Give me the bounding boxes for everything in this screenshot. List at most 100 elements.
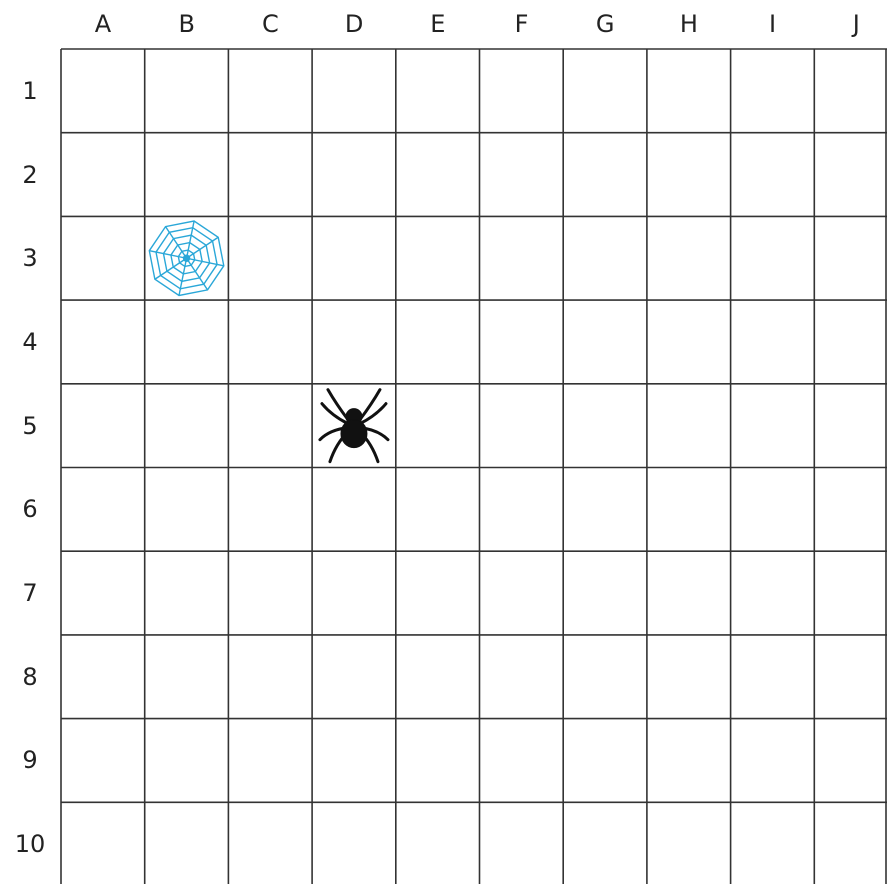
grid-cell-I5[interactable] <box>731 384 815 468</box>
grid-cell-G10[interactable] <box>563 802 647 884</box>
grid-cell-G5[interactable] <box>563 384 647 468</box>
grid-cell-G8[interactable] <box>563 635 647 719</box>
grid-cell-H1[interactable] <box>647 49 731 133</box>
grid-cell-J4[interactable] <box>814 300 887 384</box>
grid-cell-D8[interactable] <box>312 635 396 719</box>
grid-cell-F4[interactable] <box>480 300 564 384</box>
grid-cell-G2[interactable] <box>563 133 647 217</box>
grid-cell-I1[interactable] <box>731 49 815 133</box>
grid-cell-H3[interactable] <box>647 216 731 300</box>
grid-cell-D3[interactable] <box>312 216 396 300</box>
grid-cell-J3[interactable] <box>814 216 887 300</box>
grid-cell-E6[interactable] <box>396 468 480 552</box>
grid-cell-D1[interactable] <box>312 49 396 133</box>
grid-cell-E5[interactable] <box>396 384 480 468</box>
grid-cell-I8[interactable] <box>731 635 815 719</box>
grid-cell-B10[interactable] <box>145 802 229 884</box>
grid-cell-I3[interactable] <box>731 216 815 300</box>
grid-cell-I4[interactable] <box>731 300 815 384</box>
grid-cell-B9[interactable] <box>145 719 229 803</box>
grid-cell-E7[interactable] <box>396 551 480 635</box>
grid-cell-H6[interactable] <box>647 468 731 552</box>
grid-cell-I9[interactable] <box>731 719 815 803</box>
grid-cell-G7[interactable] <box>563 551 647 635</box>
grid-cell-D7[interactable] <box>312 551 396 635</box>
grid-cell-E10[interactable] <box>396 802 480 884</box>
grid-cell-A3[interactable] <box>61 216 145 300</box>
grid-cell-F8[interactable] <box>480 635 564 719</box>
grid-cell-G4[interactable] <box>563 300 647 384</box>
grid-cell-E1[interactable] <box>396 49 480 133</box>
grid-cell-A8[interactable] <box>61 635 145 719</box>
grid-cell-E4[interactable] <box>396 300 480 384</box>
grid-cell-A5[interactable] <box>61 384 145 468</box>
grid-cell-G9[interactable] <box>563 719 647 803</box>
grid-cell-A10[interactable] <box>61 802 145 884</box>
grid-cell-H2[interactable] <box>647 133 731 217</box>
grid-cell-A9[interactable] <box>61 719 145 803</box>
grid-cell-F10[interactable] <box>480 802 564 884</box>
grid-cell-C3[interactable] <box>228 216 312 300</box>
grid-cell-E9[interactable] <box>396 719 480 803</box>
grid-cell-B5[interactable] <box>145 384 229 468</box>
grid-cell-E3[interactable] <box>396 216 480 300</box>
grid-cell-C9[interactable] <box>228 719 312 803</box>
grid-cell-E2[interactable] <box>396 133 480 217</box>
grid-cell-B7[interactable] <box>145 551 229 635</box>
grid-cell-D2[interactable] <box>312 133 396 217</box>
grid-cell-J5[interactable] <box>814 384 887 468</box>
grid-cell-D6[interactable] <box>312 468 396 552</box>
grid-cell-A4[interactable] <box>61 300 145 384</box>
grid-cell-D10[interactable] <box>312 802 396 884</box>
grid-cell-H8[interactable] <box>647 635 731 719</box>
grid-cell-C6[interactable] <box>228 468 312 552</box>
grid-cell-B1[interactable] <box>145 49 229 133</box>
grid-cell-A7[interactable] <box>61 551 145 635</box>
grid-cell-F5[interactable] <box>480 384 564 468</box>
grid-cell-F6[interactable] <box>480 468 564 552</box>
grid-cell-H10[interactable] <box>647 802 731 884</box>
grid-cell-D9[interactable] <box>312 719 396 803</box>
grid-cell-C2[interactable] <box>228 133 312 217</box>
grid-cell-G1[interactable] <box>563 49 647 133</box>
grid-cell-J7[interactable] <box>814 551 887 635</box>
grid-cell-F7[interactable] <box>480 551 564 635</box>
grid-cell-B4[interactable] <box>145 300 229 384</box>
grid-cell-B2[interactable] <box>145 133 229 217</box>
grid-cell-J9[interactable] <box>814 719 887 803</box>
grid-cell-F2[interactable] <box>480 133 564 217</box>
grid-cell-H9[interactable] <box>647 719 731 803</box>
grid-cell-D4[interactable] <box>312 300 396 384</box>
grid-cell-G6[interactable] <box>563 468 647 552</box>
grid-cell-J10[interactable] <box>814 802 887 884</box>
column-label-C: C <box>228 12 312 36</box>
grid-cell-J1[interactable] <box>814 49 887 133</box>
grid-cell-E8[interactable] <box>396 635 480 719</box>
grid-cell-J2[interactable] <box>814 133 887 217</box>
grid-cell-J8[interactable] <box>814 635 887 719</box>
grid-cell-C4[interactable] <box>228 300 312 384</box>
grid-cell-F9[interactable] <box>480 719 564 803</box>
grid-cell-H4[interactable] <box>647 300 731 384</box>
grid-cell-H5[interactable] <box>647 384 731 468</box>
grid-cell-C5[interactable] <box>228 384 312 468</box>
grid-cell-C7[interactable] <box>228 551 312 635</box>
grid-cell-I6[interactable] <box>731 468 815 552</box>
grid-cell-F1[interactable] <box>480 49 564 133</box>
grid-cell-B6[interactable] <box>145 468 229 552</box>
grid-cell-G3[interactable] <box>563 216 647 300</box>
grid-cell-C8[interactable] <box>228 635 312 719</box>
grid-cell-C10[interactable] <box>228 802 312 884</box>
grid-cell-B8[interactable] <box>145 635 229 719</box>
grid-cell-F3[interactable] <box>480 216 564 300</box>
grid-cell-I10[interactable] <box>731 802 815 884</box>
grid-cell-C1[interactable] <box>228 49 312 133</box>
grid-cell-H7[interactable] <box>647 551 731 635</box>
grid-cell-A2[interactable] <box>61 133 145 217</box>
grid-cell-A1[interactable] <box>61 49 145 133</box>
grid-cell-J6[interactable] <box>814 468 887 552</box>
column-label-G: G <box>563 12 647 36</box>
grid-cell-A6[interactable] <box>61 468 145 552</box>
grid-cell-I7[interactable] <box>731 551 815 635</box>
grid-cell-I2[interactable] <box>731 133 815 217</box>
